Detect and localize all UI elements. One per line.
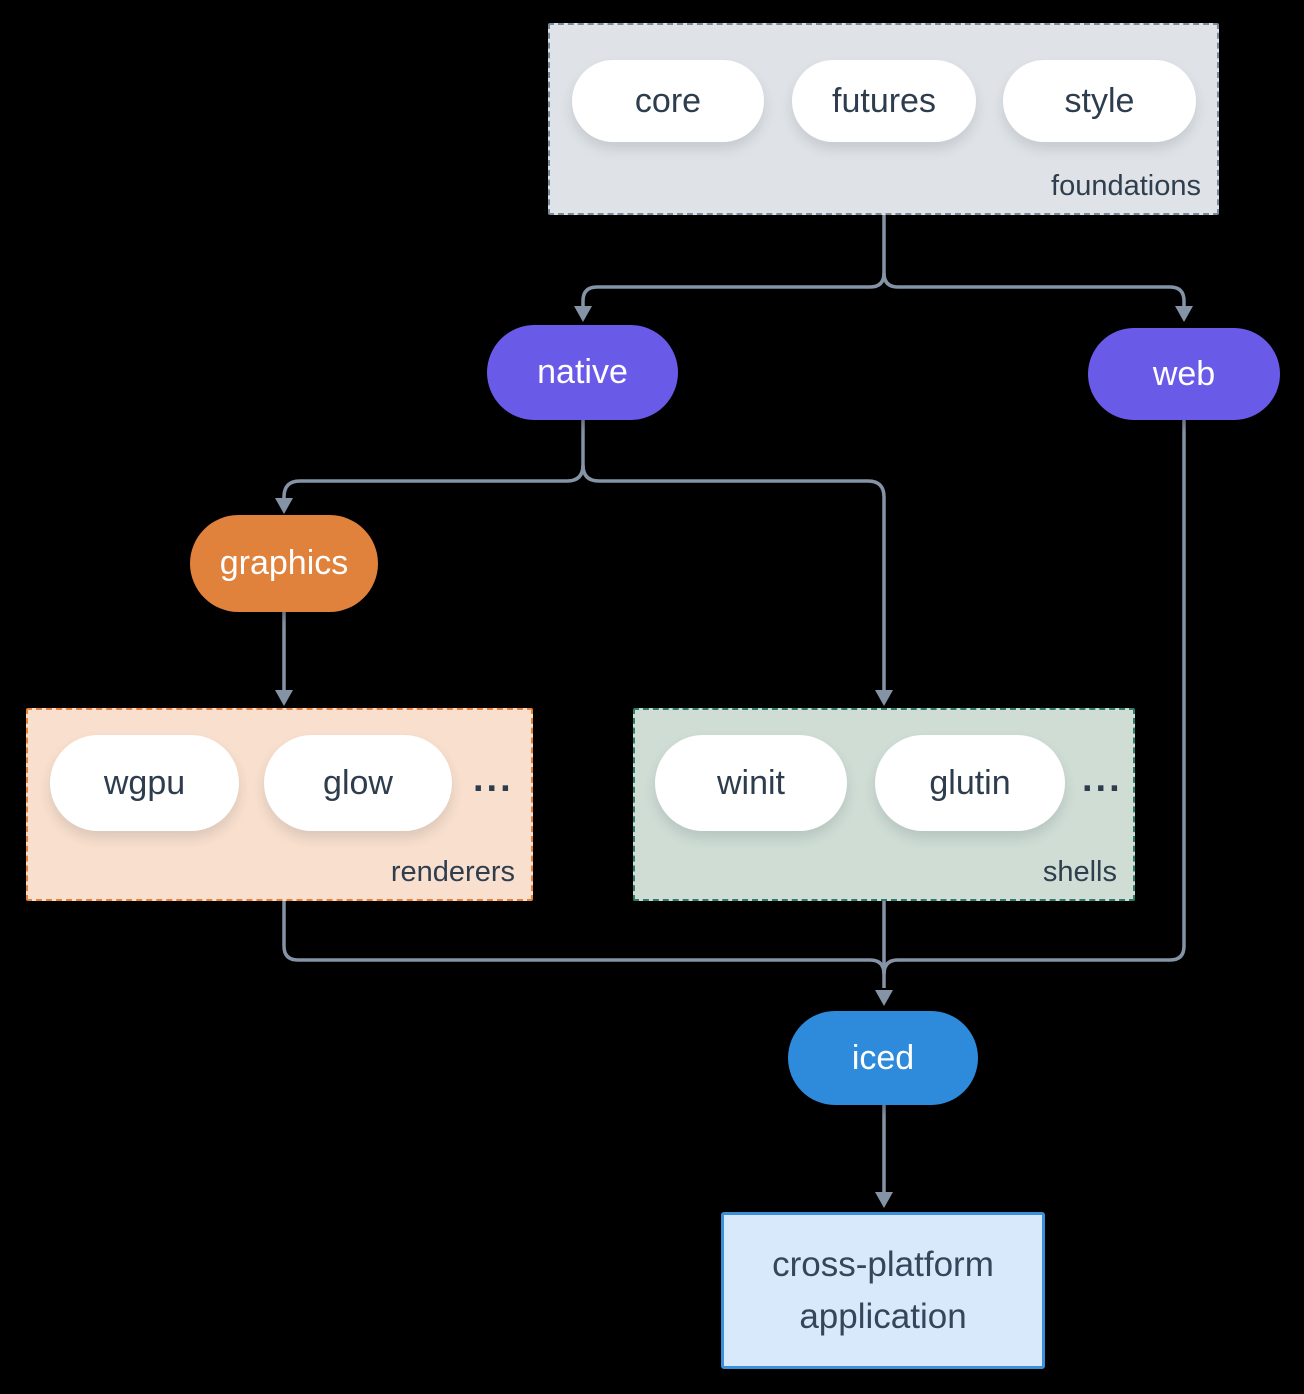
glow-pill: glow bbox=[264, 735, 452, 831]
application-box: cross-platform application bbox=[721, 1212, 1045, 1369]
glutin-pill: glutin bbox=[875, 735, 1065, 831]
style-label: style bbox=[1064, 81, 1135, 120]
core-label: core bbox=[634, 81, 702, 120]
graphics-node: graphics bbox=[190, 515, 378, 612]
application-label-line1: cross-platform bbox=[772, 1244, 994, 1284]
winit-pill: winit bbox=[655, 735, 847, 831]
futures-label: futures bbox=[832, 81, 936, 120]
renderers-ellipsis: ... bbox=[473, 758, 514, 800]
web-label: web bbox=[1152, 354, 1216, 393]
wgpu-pill: wgpu bbox=[50, 735, 239, 831]
foundations-group-label: foundations bbox=[1051, 170, 1201, 202]
foundations-group: core futures style foundations bbox=[548, 23, 1219, 215]
web-node: web bbox=[1088, 328, 1280, 420]
application-label-line2: application bbox=[799, 1296, 967, 1336]
style-pill: style bbox=[1003, 60, 1196, 142]
iced-label: iced bbox=[851, 1038, 915, 1077]
renderers-group-label: renderers bbox=[390, 856, 515, 888]
glow-label: glow bbox=[323, 763, 393, 802]
shells-ellipsis: ... bbox=[1082, 758, 1123, 800]
wgpu-label: wgpu bbox=[103, 763, 186, 802]
shells-group-label: shells bbox=[1042, 856, 1117, 888]
glutin-label: glutin bbox=[929, 763, 1011, 802]
futures-pill: futures bbox=[792, 60, 976, 142]
winit-label: winit bbox=[716, 763, 786, 802]
iced-node: iced bbox=[788, 1011, 978, 1105]
native-node: native bbox=[487, 325, 678, 420]
shells-group: winit glutin ... shells bbox=[633, 708, 1135, 901]
graphics-label: graphics bbox=[219, 544, 349, 582]
core-pill: core bbox=[572, 60, 764, 142]
renderers-group: wgpu glow ... renderers bbox=[26, 708, 533, 901]
native-label: native bbox=[537, 353, 628, 391]
